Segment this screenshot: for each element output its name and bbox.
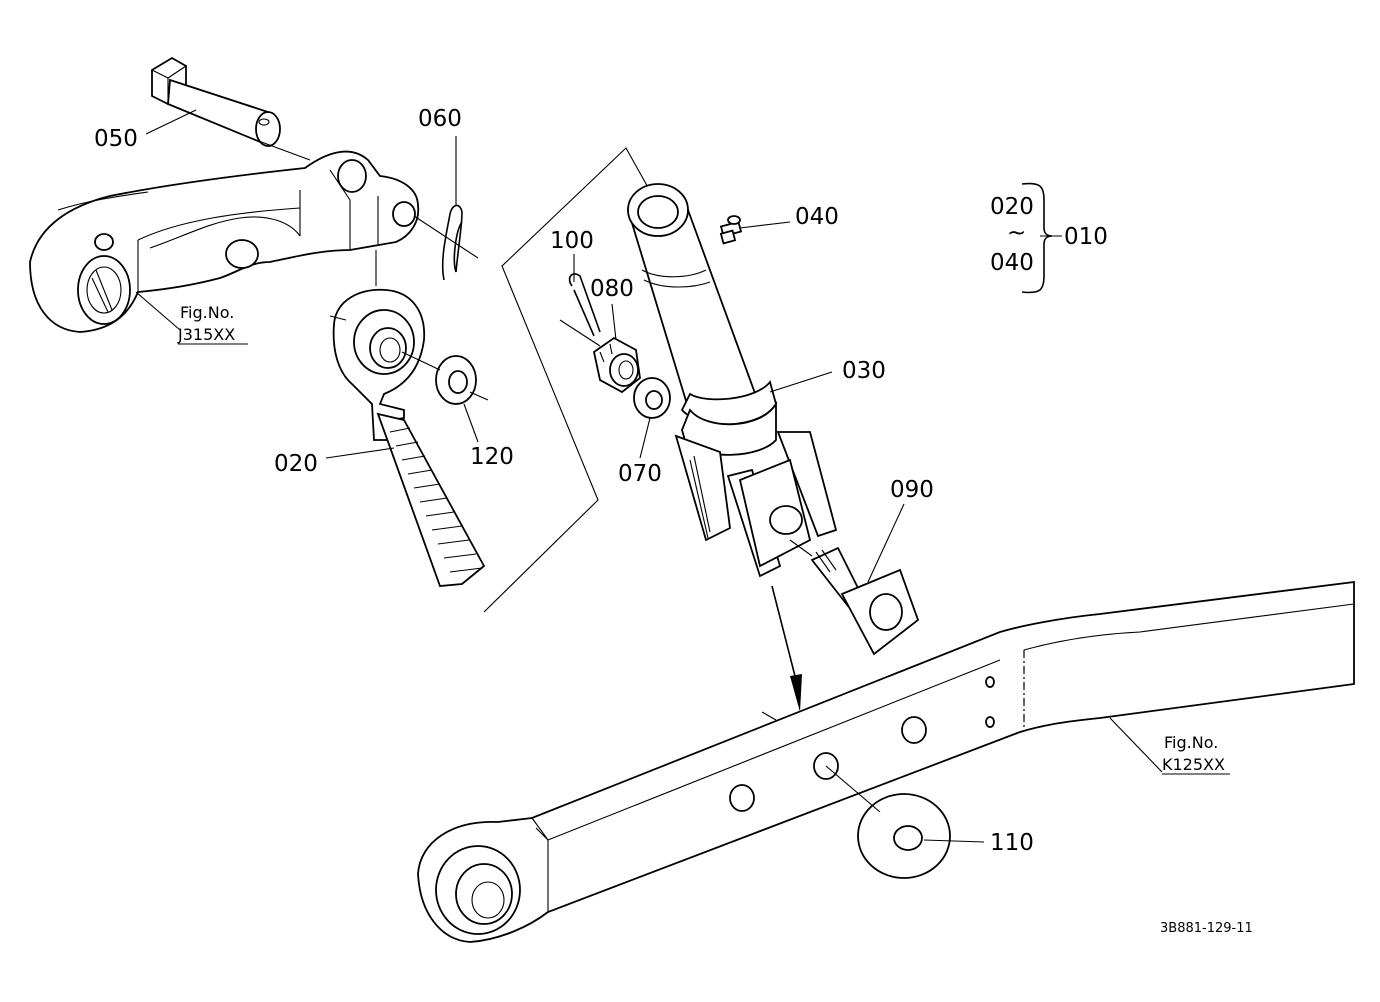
grease-nipple-040 [719,215,743,245]
ref2-code: K125XX [1162,755,1225,774]
washer-110 [825,765,951,879]
group-bracket [483,147,683,613]
label-120: 120 [470,444,514,470]
label-110: 110 [990,830,1034,856]
assembly-range-start: 020 [990,194,1034,220]
ref1-code: J315XX [177,325,235,344]
pin-090 [789,539,920,656]
clip-060 [413,204,479,281]
drawing-code: 3B881-129-11 [1160,921,1253,936]
leader-lines [135,109,1163,843]
label-050: 050 [94,126,138,152]
label-100: 100 [550,228,594,254]
washer-120 [401,351,489,405]
assembly-number: 010 [1064,224,1108,250]
label-020: 020 [274,451,318,477]
assembly-brace [1021,182,1053,294]
arm-assembly [29,150,420,333]
cotter-pin-100 [559,273,601,347]
assembly-range-sep: ~ [1007,220,1026,246]
pin-050 [151,56,281,148]
turnbuckle-tube-030 [626,183,838,578]
label-090: 090 [890,477,934,503]
lower-link [417,580,1355,943]
castle-nut-080 [592,336,641,394]
ref2-title: Fig.No. [1164,733,1218,752]
label-040: 040 [795,204,839,230]
ref1-title: Fig.No. [180,303,234,322]
insert-arrow [771,585,802,712]
washer-070 [633,377,671,419]
rod-end-020 [329,288,486,587]
label-070: 070 [618,461,662,487]
label-030: 030 [842,358,886,384]
label-060: 060 [418,106,462,132]
assembly-range-end: 040 [990,250,1034,276]
label-080: 080 [590,276,634,302]
